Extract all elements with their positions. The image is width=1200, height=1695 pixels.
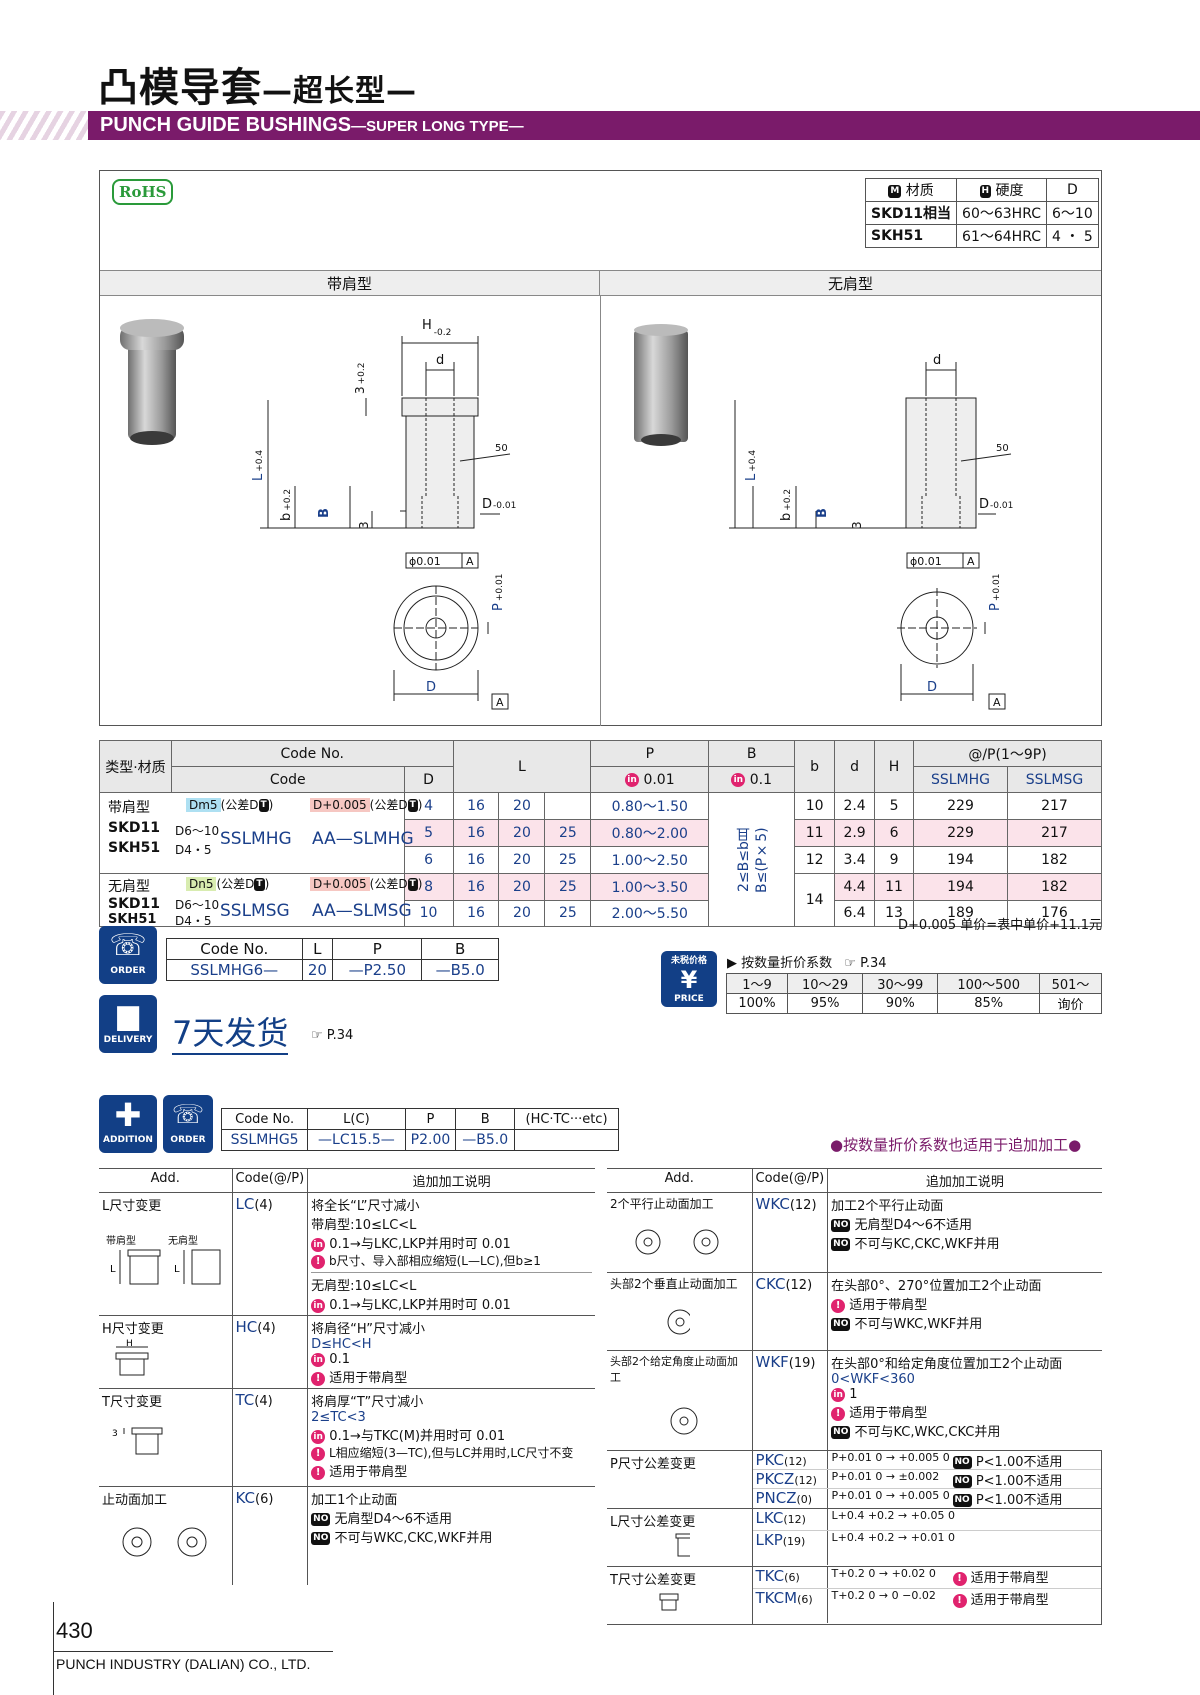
svg-text:H: H (126, 1339, 133, 1349)
title-en: PUNCH GUIDE BUSHINGS—SUPER LONG TYPE— (100, 114, 524, 136)
rohs-badge: RoHS (112, 179, 174, 205)
svg-text:d: d (933, 353, 941, 368)
dim-D: D-0.01 (482, 497, 516, 512)
page-number: 430 (56, 1618, 93, 1643)
svg-text:b+0.2: b+0.2 (779, 489, 794, 521)
svg-text:L: L (110, 1264, 116, 1275)
wkf-drawing (670, 1407, 698, 1435)
hc-drawing: H (115, 1339, 149, 1376)
dim-DT: D (426, 680, 436, 695)
delivery-ref: ☞ P.34 (311, 1028, 354, 1043)
svg-text:A: A (967, 555, 975, 568)
flanged-bushing-drawing: H-0.2 d 3+0.2 L+0.4 b+0.2 B 3 D-0.01 50 … (120, 318, 516, 710)
delivery-icon: ▆DELIVERY (99, 995, 157, 1053)
order-icon-small: ☏ORDER (163, 1095, 213, 1153)
lkc-drawing (675, 1533, 695, 1557)
dim-H: H-0.2 (422, 318, 451, 338)
addition-note: ●按数量折价系数也适用于追加加工● (830, 1136, 1082, 1154)
left-panel-title: 带肩型 (100, 270, 600, 296)
addition-icon: ✚ADDITION (99, 1095, 157, 1153)
dim-b: b+0.2 (279, 489, 294, 521)
dim-L: L+0.4 (251, 450, 266, 481)
tkc-drawing (659, 1593, 679, 1611)
svg-text:D: D (927, 680, 937, 695)
price-icon: 未税价格 ¥ PRICE (661, 951, 717, 1007)
concentricity: ϕ0.01 (409, 555, 441, 568)
svg-text:L: L (174, 1264, 180, 1275)
dim-P: P+0.01 (491, 574, 506, 611)
kc-drawing (122, 1527, 207, 1557)
delivery-days: 7天发货 (172, 1013, 289, 1055)
ckc-drawing (667, 1309, 693, 1335)
datum-A: A (466, 555, 474, 568)
bushing-photo (120, 319, 184, 445)
page-title: 凸模导套—超长型— (98, 65, 417, 111)
title-banner: PUNCH GUIDE BUSHINGS—SUPER LONG TYPE— (0, 111, 1200, 140)
tc-drawing: 3 (112, 1427, 163, 1455)
straight-bushing-drawing: d L+0.4 b+0.2 B 3 D-0.01 50 ϕ0.01 A P+0.… (634, 324, 1013, 710)
spec-table: 类型·材质 Code No. L P B b d H @/P(1～9P) Cod… (99, 740, 1103, 928)
svg-text:50: 50 (996, 443, 1009, 454)
wkc-drawing (635, 1229, 719, 1255)
dim-d: d (436, 353, 444, 368)
right-panel-title: 无肩型 (600, 270, 1101, 296)
company-name: PUNCH INDUSTRY (DALIAN) CO., LTD. (56, 1656, 311, 1672)
price-discount-title: ▶ 按数量折价系数 ☞ P.34 (727, 956, 887, 971)
order-icon: ☏ORDER (99, 926, 157, 984)
roughness: 50 (495, 443, 508, 454)
dim-3: 3+0.2 (353, 363, 367, 395)
svg-text:A: A (496, 696, 504, 709)
dim-3b: 3 (357, 521, 371, 529)
price-note: D+0.005 单价=表中单价+11.1元 (898, 918, 1102, 933)
svg-text:3: 3 (112, 1429, 118, 1439)
svg-text:B: B (815, 508, 830, 518)
svg-text:ϕ0.01: ϕ0.01 (910, 555, 942, 568)
svg-text:L+0.4: L+0.4 (744, 450, 759, 481)
svg-text:3: 3 (850, 521, 864, 529)
svg-text:D-0.01: D-0.01 (979, 497, 1013, 512)
svg-text:P+0.01: P+0.01 (988, 574, 1003, 611)
B-range: 2≤B≤b且B≤(P×5) (735, 826, 770, 893)
pkc-drawing (675, 1477, 695, 1499)
svg-text:A: A (993, 696, 1001, 709)
add-table-right: Add.Code(@/P)追加加工说明 2个平行止动面加工 WKC(12) 加工… (607, 1168, 1102, 1625)
bushing-photo (634, 324, 688, 446)
dim-B: B (317, 508, 332, 518)
